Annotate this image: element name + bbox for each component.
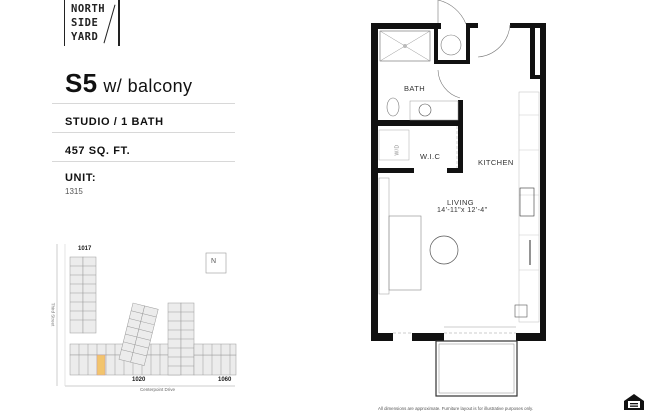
logo-right-bar: [118, 0, 120, 46]
unit-number: 1315: [65, 187, 83, 196]
site-map-graphic: [56, 244, 237, 387]
plan-suffix: w/ balcony: [103, 76, 193, 96]
floor-plan-graphic: [371, 0, 546, 397]
plan-name: S5: [65, 68, 98, 98]
building-label-1020: 1020: [132, 377, 146, 383]
room-label-wic: W.I.C: [420, 152, 441, 161]
room-label-living: LIVING: [447, 198, 474, 207]
washer-dryer-label: W/D: [394, 144, 401, 156]
unit-area: 457 SQ. FT.: [65, 145, 131, 157]
logo-line-2: SIDE: [71, 17, 99, 29]
street-centerpoint: Centerpoint Drive: [140, 387, 176, 392]
disclaimer: All dimensions are approximate. Furnitur…: [378, 406, 534, 411]
floor-plan: BATH W/D W.I.C KITCHEN LIVING 14'-11"x 1…: [362, 0, 562, 400]
divider: [52, 161, 235, 162]
building-label-1017: 1017: [78, 246, 92, 252]
north-indicator: N: [211, 258, 217, 265]
divider: [52, 103, 235, 104]
equal-housing-icon: [623, 393, 645, 413]
logo-line-3: YARD: [71, 31, 99, 43]
unit-label: UNIT:: [65, 172, 97, 184]
street-third: Third Street: [50, 302, 56, 327]
living-dimensions: 14'-11"x 12'-4": [437, 207, 488, 214]
brand-logo: NORTH SIDE YARD: [64, 0, 125, 46]
unit-type: STUDIO / 1 BATH: [65, 116, 164, 128]
site-map: 1017 1020 1060 N Third Street Centerpoin…: [50, 240, 240, 392]
room-label-kitchen: KITCHEN: [478, 158, 514, 167]
building-label-1060: 1060: [218, 377, 232, 383]
room-label-bath: BATH: [404, 84, 426, 93]
divider: [52, 132, 235, 133]
highlighted-unit: [96, 354, 106, 376]
logo-line-1: NORTH: [71, 3, 106, 15]
logo-text: NORTH SIDE YARD: [71, 2, 105, 44]
